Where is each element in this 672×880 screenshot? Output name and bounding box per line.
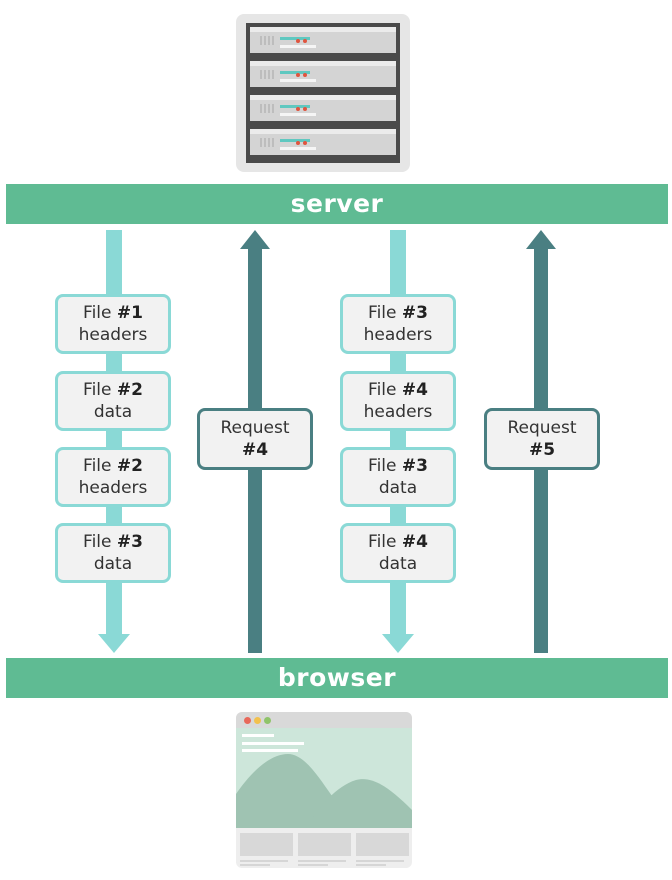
maximize-dot-icon xyxy=(264,717,271,724)
close-dot-icon xyxy=(244,717,251,724)
file-box-prefix: File xyxy=(368,380,402,400)
request-box: Request #4 xyxy=(197,408,313,470)
file-box-kind: headers xyxy=(363,402,433,422)
file-box: File #4 data xyxy=(340,523,456,583)
text-line xyxy=(298,864,328,866)
file-box-kind: headers xyxy=(363,325,433,345)
file-box-number: #2 xyxy=(116,456,143,476)
text-line xyxy=(356,864,386,866)
file-box-number: #1 xyxy=(116,303,143,323)
mountain-icon xyxy=(236,754,412,828)
request-box-label: Request xyxy=(220,418,290,438)
browser-label: browser xyxy=(277,663,397,692)
file-box: File #2 data xyxy=(55,371,171,431)
file-box-kind: data xyxy=(378,554,418,574)
server-unit xyxy=(250,95,396,121)
request-box-label: Request xyxy=(507,418,577,438)
file-box-number: #2 xyxy=(116,380,143,400)
file-box-prefix: File xyxy=(83,380,117,400)
server-rack-frame xyxy=(246,23,400,163)
request-box-number: #4 xyxy=(241,440,269,460)
file-box-number: #4 xyxy=(401,532,428,552)
file-box-prefix: File xyxy=(368,456,402,476)
file-box-prefix: File xyxy=(368,532,402,552)
file-box-number: #3 xyxy=(401,456,428,476)
file-box: File #2 headers xyxy=(55,447,171,507)
server-label: server xyxy=(290,189,384,218)
text-line xyxy=(242,734,274,737)
text-line xyxy=(298,860,346,862)
file-box-kind: data xyxy=(93,554,133,574)
text-line xyxy=(242,742,304,745)
request-box: Request #5 xyxy=(484,408,600,470)
server-rack-icon xyxy=(236,14,410,172)
server-bar: server xyxy=(6,184,668,224)
file-box-kind: data xyxy=(93,402,133,422)
file-box-prefix: File xyxy=(83,303,117,323)
content-card xyxy=(298,833,351,856)
file-box-kind: data xyxy=(378,478,418,498)
file-box-kind: headers xyxy=(78,478,148,498)
browser-hero-image xyxy=(236,728,412,828)
browser-titlebar xyxy=(236,712,412,728)
content-card xyxy=(240,833,293,856)
server-unit xyxy=(250,129,396,155)
file-box: File #1 headers xyxy=(55,294,171,354)
minimize-dot-icon xyxy=(254,717,261,724)
file-box-prefix: File xyxy=(83,456,117,476)
request-box-number: #5 xyxy=(528,440,556,460)
text-line xyxy=(356,860,404,862)
browser-window-icon xyxy=(236,712,412,868)
file-box: File #3 data xyxy=(340,447,456,507)
file-box-prefix: File xyxy=(368,303,402,323)
file-box: File #3 data xyxy=(55,523,171,583)
file-box-number: #3 xyxy=(116,532,143,552)
file-box-kind: headers xyxy=(78,325,148,345)
server-unit xyxy=(250,61,396,87)
browser-bar: browser xyxy=(6,658,668,698)
file-box-number: #4 xyxy=(401,380,428,400)
file-box: File #3 headers xyxy=(340,294,456,354)
file-box-prefix: File xyxy=(83,532,117,552)
file-box: File #4 headers xyxy=(340,371,456,431)
text-line xyxy=(240,860,288,862)
text-line xyxy=(242,749,298,752)
file-box-number: #3 xyxy=(401,303,428,323)
server-unit xyxy=(250,27,396,53)
content-card xyxy=(356,833,409,856)
text-line xyxy=(240,864,270,866)
